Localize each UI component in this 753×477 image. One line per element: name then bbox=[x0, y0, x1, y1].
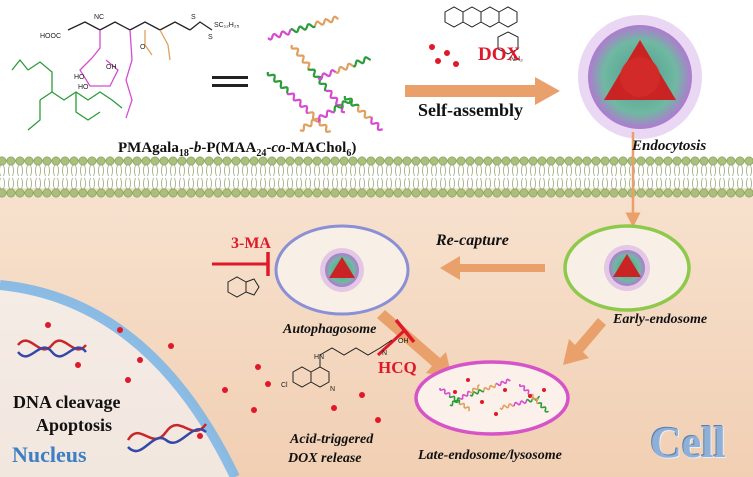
hcq-label: HCQ bbox=[378, 358, 417, 377]
hcq-inhibitor bbox=[376, 318, 416, 357]
dna-helix-2 bbox=[126, 423, 208, 453]
cell-label: Cell bbox=[650, 418, 726, 467]
late-endosome-label: Late-endosome/lysosome bbox=[418, 448, 562, 463]
acid-release-label-line1: Acid-triggered bbox=[290, 432, 374, 447]
dna-helix-1 bbox=[17, 339, 87, 358]
auto-to-late-arrow bbox=[377, 310, 452, 378]
autophagosome-label: Autophagosome bbox=[283, 322, 377, 337]
late-endosome bbox=[414, 360, 570, 436]
dox-dots bbox=[429, 44, 459, 67]
late-endosome-chains bbox=[439, 378, 549, 416]
dna-cleavage-label: DNA cleavage bbox=[13, 392, 121, 412]
cytoplasm-dox-dots bbox=[45, 322, 381, 439]
re-capture-label: Re-capture bbox=[436, 232, 509, 249]
chem-oh1: OH bbox=[106, 64, 117, 71]
polymer-structure bbox=[11, 21, 213, 131]
chem-s2: S bbox=[208, 34, 213, 41]
self-assembly-label: Self-assembly bbox=[418, 100, 523, 120]
polymer-chains bbox=[266, 15, 383, 133]
nucleus-body bbox=[0, 285, 235, 477]
dox-molecule bbox=[444, 6, 519, 55]
three-ma-molecule bbox=[227, 276, 260, 298]
chem-hooc: HOOC bbox=[40, 33, 61, 40]
apoptosis-label: Apoptosis bbox=[36, 415, 113, 435]
early-endosome bbox=[563, 224, 691, 312]
chem-n2: N bbox=[330, 386, 336, 393]
re-capture-arrow bbox=[440, 256, 545, 280]
three-ma-inhibitor bbox=[212, 252, 270, 276]
chem-sc12: SC₁₂H₂₅ bbox=[214, 22, 240, 29]
self-assembly-arrow bbox=[405, 77, 560, 105]
chem-ho1: HO bbox=[74, 74, 85, 81]
hcq-molecule bbox=[292, 339, 393, 388]
chem-cl: Cl bbox=[281, 382, 288, 389]
chem-o: O bbox=[140, 44, 146, 51]
chem-nh2: NH₂ bbox=[510, 56, 523, 63]
chem-hn: HN bbox=[314, 354, 325, 361]
endocytosis-label: Endocytosis bbox=[632, 138, 707, 154]
early-endosome-label: Early-endosome bbox=[613, 312, 708, 327]
dox-label: DOX bbox=[478, 44, 521, 65]
cell-membrane bbox=[0, 156, 753, 198]
autophagosome bbox=[274, 224, 410, 316]
early-to-late-arrow bbox=[563, 318, 606, 365]
three-ma-label: 3-MA bbox=[231, 235, 271, 252]
chem-nc: NC bbox=[94, 14, 105, 21]
chem-ho2: HO bbox=[78, 84, 89, 91]
chem-oh-hcq: OH bbox=[398, 338, 409, 345]
equals-sign bbox=[212, 76, 248, 87]
micelle-large bbox=[578, 15, 702, 139]
chem-n1: N bbox=[382, 350, 388, 357]
acid-release-label-line2: DOX release bbox=[288, 451, 362, 466]
nucleus-envelope bbox=[0, 280, 240, 477]
nucleus-label: Nucleus bbox=[12, 442, 87, 467]
chem-s1: S bbox=[191, 14, 196, 21]
polymer-name-label: PMAgala18-b-P(MAA24-co-MAChol6) bbox=[118, 140, 357, 159]
